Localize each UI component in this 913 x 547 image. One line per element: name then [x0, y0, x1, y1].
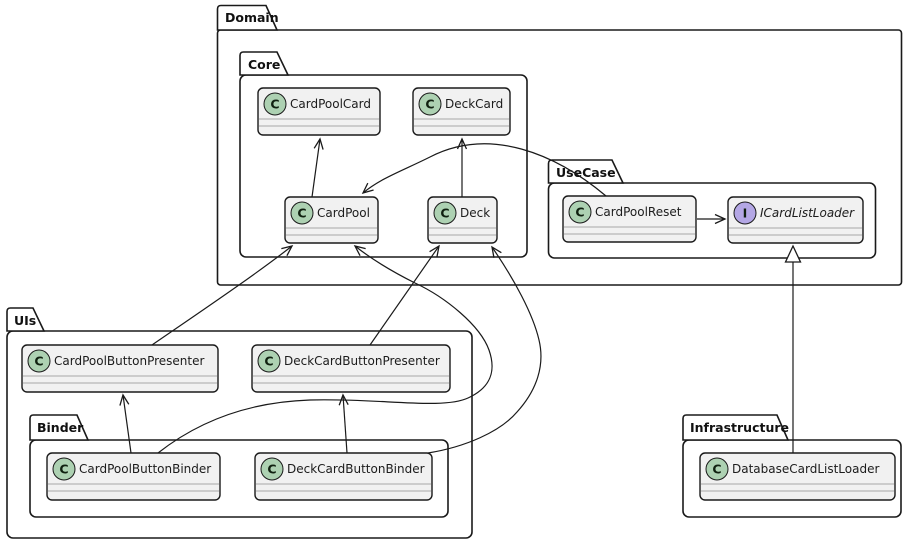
class-name-label: DeckCardButtonBinder: [287, 462, 425, 476]
relation-cardpoolbuttonpresenter-to-cardpool: [151, 245, 294, 346]
class-cardpoolbuttonpresenter: C CardPoolButtonPresenter: [21, 344, 219, 393]
class-spot-letter: C: [575, 205, 584, 220]
package-domain-label: Domain: [225, 10, 279, 25]
class-deck: C Deck: [427, 196, 498, 244]
class-spot-icon: [705, 457, 729, 481]
class-name-label: DatabaseCardListLoader: [732, 462, 879, 476]
class-cardpoolcard: C CardPoolCard: [257, 87, 381, 136]
relation-cardpoolbuttonbinder-to-cardpool: [157, 245, 493, 454]
class-cardpool: C CardPool: [284, 196, 379, 244]
class-spot-icon: [418, 92, 442, 116]
class-spot-icon: [568, 200, 592, 224]
class-databasecardlistloader: C DatabaseCardListLoader: [699, 452, 896, 501]
class-spot-letter: C: [425, 97, 434, 112]
class-name-label: CardPoolCard: [290, 97, 371, 111]
class-spot-letter: C: [267, 462, 276, 477]
relation-cardpoolreset-to-cardpool: [361, 143, 607, 197]
interface-icardlistloader: I ICardListLoader: [727, 196, 864, 244]
class-spot-icon: [52, 457, 76, 481]
interface-spot-icon: [733, 201, 757, 225]
class-cardpoolbuttonbinder: C CardPoolButtonBinder: [46, 452, 221, 501]
class-name-label: CardPoolReset: [595, 205, 682, 219]
class-spot-letter: C: [270, 97, 279, 112]
relations: [119, 137, 802, 454]
package-infrastructure-label: Infrastructure: [690, 420, 789, 435]
class-name-label: DeckCardButtonPresenter: [284, 354, 440, 368]
class-deckcardbuttonpresenter: C DeckCardButtonPresenter: [251, 344, 451, 393]
class-spot-letter: C: [59, 462, 68, 477]
relation-cardpoolbuttonbinder-to-cardpoolbuttonpresenter: [119, 393, 132, 454]
relation-deckcardbuttonbinder-to-deck: [427, 245, 542, 454]
class-spot-icon: [263, 92, 287, 116]
class-spot-letter: C: [264, 354, 273, 369]
relation-deckcardbuttonbinder-to-deckcardbuttonpresenter: [338, 393, 349, 454]
class-spot-letter: C: [34, 354, 43, 369]
class-name-label: Deck: [460, 206, 490, 220]
class-spot-icon: [433, 201, 457, 225]
class-name-label: DeckCard: [445, 97, 503, 111]
class-cardpoolreset: C CardPoolReset: [562, 195, 697, 243]
class-spot-letter: C: [440, 206, 449, 221]
relation-deckcardbuttonpresenter-to-deck: [369, 244, 440, 346]
class-spot-icon: [27, 349, 51, 373]
class-spot-icon: [260, 457, 284, 481]
class-name-label: CardPool: [317, 206, 370, 220]
interface-name-label: ICardListLoader: [760, 206, 855, 220]
class-spot-icon: [257, 349, 281, 373]
package-usecase-label: UseCase: [556, 165, 616, 180]
class-name-label: CardPoolButtonPresenter: [54, 354, 205, 368]
class-deckcardbuttonbinder: C DeckCardButtonBinder: [254, 452, 433, 501]
class-spot-icon: [290, 201, 314, 225]
package-core-label: Core: [248, 57, 280, 72]
package-uis-label: UIs: [14, 313, 36, 328]
class-deckcard: C DeckCard: [412, 87, 511, 136]
relation-cardpool-to-cardpoolcard: [311, 137, 324, 198]
interface-spot-letter: I: [743, 206, 748, 221]
class-name-label: CardPoolButtonBinder: [79, 462, 211, 476]
class-spot-letter: C: [297, 206, 306, 221]
class-spot-letter: C: [712, 462, 721, 477]
package-binder-label: Binder: [37, 420, 84, 435]
